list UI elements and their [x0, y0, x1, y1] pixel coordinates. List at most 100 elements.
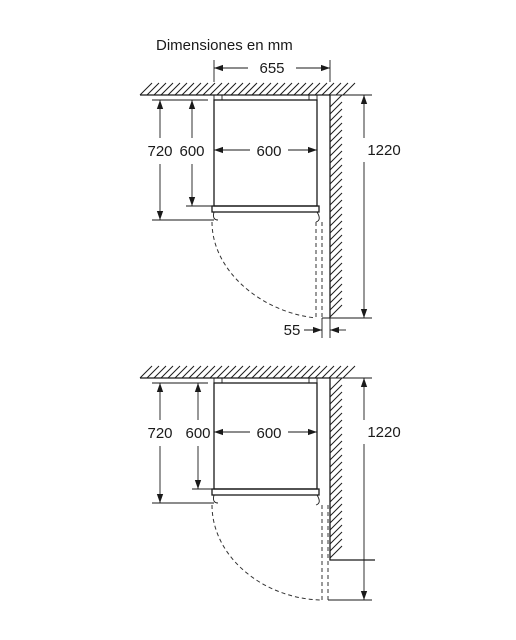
hatch-line [329, 220, 343, 234]
hatch-line [167, 365, 181, 379]
hatch-line [329, 185, 343, 199]
hatch-line [329, 419, 343, 433]
hatch-line [329, 241, 343, 255]
hatch-line [329, 503, 343, 517]
hatch-line [329, 262, 343, 276]
hatch-line [329, 391, 343, 405]
hatch-line [153, 365, 167, 379]
dim-600-height-label: 600 [179, 143, 204, 160]
hatch-line [181, 82, 195, 96]
hatch-line [329, 297, 343, 311]
hatch-line [329, 524, 343, 538]
hatch-line [286, 82, 300, 96]
hatch-line [329, 150, 343, 164]
hatch-line [321, 365, 335, 379]
hatch-line [329, 164, 343, 178]
hatch-line [188, 365, 202, 379]
hatch-line [329, 213, 343, 227]
hatch-line [329, 545, 343, 559]
door-handle-left [213, 494, 219, 504]
hatch-line [188, 82, 202, 96]
hatch-line [329, 101, 343, 115]
hatch-line [335, 365, 349, 379]
hatch-line [314, 82, 328, 96]
hatch-line [329, 538, 343, 552]
hatch-line [286, 365, 300, 379]
wall-hatching [139, 365, 375, 561]
dim-720-label: 720 [147, 425, 172, 442]
hatch-line [293, 82, 307, 96]
hatch-line [329, 234, 343, 248]
hatch-line [181, 365, 195, 379]
hatch-line [314, 365, 328, 379]
hatch-line [195, 365, 209, 379]
hatch-line [329, 454, 343, 468]
hatch-line [300, 365, 314, 379]
hinge-top-left [213, 94, 223, 101]
hatch-line [146, 365, 160, 379]
hatch-line [329, 143, 343, 157]
hatch-line [329, 398, 343, 412]
hatch-line [329, 482, 343, 496]
dim-1220-label: 1220 [367, 142, 400, 159]
door-hinge-right [315, 211, 320, 223]
hatch-line [329, 531, 343, 545]
hatch-line [329, 157, 343, 171]
door-panel [211, 205, 320, 213]
hatch-line [329, 171, 343, 185]
hatch-line [342, 365, 356, 379]
appliance-body [213, 99, 318, 207]
top-view: 655 720 600 600 1220 55 [139, 60, 401, 339]
hatch-line [223, 82, 237, 96]
hatch-line [146, 82, 160, 96]
hatch-line [328, 365, 342, 379]
hatch-line [265, 365, 279, 379]
hatch-line [230, 82, 244, 96]
hatch-line [329, 384, 343, 398]
hatch-line [329, 447, 343, 461]
hatch-line [167, 82, 181, 96]
hatch-line [329, 461, 343, 475]
hinge-top-right [308, 94, 318, 101]
bottom-view: 720 600 600 1220 [139, 365, 401, 601]
hatch-line [251, 82, 265, 96]
door-hinge-right [315, 494, 320, 506]
hatch-line [307, 365, 321, 379]
hatch-line [230, 365, 244, 379]
hatch-line [329, 405, 343, 419]
hatch-line [216, 365, 230, 379]
door-panel [211, 488, 320, 496]
appliance-body [213, 382, 318, 490]
hinge-top-right [308, 377, 318, 384]
hatch-line [329, 510, 343, 524]
hatch-line [329, 517, 343, 531]
hatch-line [153, 82, 167, 96]
hatch-line [258, 82, 272, 96]
hatch-line [139, 365, 153, 379]
dim-1220-label: 1220 [367, 424, 400, 441]
hatch-line [279, 365, 293, 379]
hatch-line [342, 82, 356, 96]
hatch-line [329, 276, 343, 290]
hatch-line [195, 82, 209, 96]
hatch-line [244, 82, 258, 96]
hatch-line [329, 433, 343, 447]
hatch-line [329, 304, 343, 318]
hatch-line [321, 82, 335, 96]
hatch-line [329, 136, 343, 150]
hatch-line [329, 269, 343, 283]
dim-600-height-label: 600 [185, 425, 210, 442]
hatch-line [329, 199, 343, 213]
hatch-line [329, 489, 343, 503]
hatch-line [237, 82, 251, 96]
hatch-line [329, 178, 343, 192]
dim-655-label: 655 [259, 60, 284, 77]
dim-600-width-label: 600 [256, 143, 281, 160]
hatch-line [209, 365, 223, 379]
hatch-line [329, 283, 343, 297]
hatch-line [329, 248, 343, 262]
hatch-line [329, 426, 343, 440]
hatch-line [251, 365, 265, 379]
hatch-line [272, 82, 286, 96]
